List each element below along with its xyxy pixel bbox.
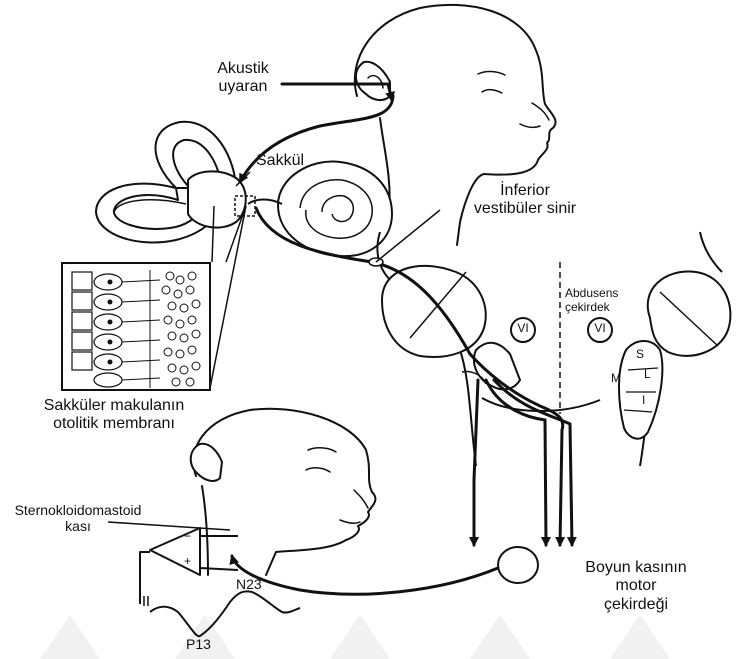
cranial-nerve-vi-left: VI [511,322,535,336]
vestibular-nucleus-inferior: I [642,394,645,408]
sternocleidomastoid-label: Sternokloidomastoid kası [8,502,148,534]
neck-motor-nucleus-line-1: Boyun kasının [566,559,706,577]
saccular-macula-inset [62,263,210,390]
waveform-n23-label: N23 [236,576,262,592]
abducens-nucleus-line-1: Abdusens [565,287,618,301]
amplifier-minus-sign: − [184,530,191,544]
inferior-vestibular-nerve-line-1: İnferior [430,182,620,200]
saccular-macula-label: Sakküler makulanın otolitik membranı [4,397,224,434]
sternocleidomastoid-line-1: Sternokloidomastoid [8,502,148,518]
neck-motor-nucleus-line-2: motor [566,577,706,595]
vestibular-nucleus-superior: S [636,348,644,362]
sternocleidomastoid-line-2: kası [8,518,148,534]
neck-motor-nucleus-label: Boyun kasının motor çekirdeği [566,559,706,614]
neck-motor-nucleus-line-3: çekirdeği [566,596,706,614]
acoustic-stimulus-label: Akustik uyaran [198,60,288,97]
background-watermark [40,615,670,659]
amplifier-plus-sign: + [184,555,191,569]
inferior-vestibular-nerve-line-2: vestibüler sinir [430,200,620,218]
cranial-nerve-vi-right: VI [588,322,612,336]
abducens-nucleus-label: Abdusens çekirdek [565,287,618,315]
brainstem-icon [377,232,730,466]
inferior-vestibular-nerve-label: İnferior vestibüler sinir [430,182,620,219]
inner-ear-icon [96,122,392,256]
vestibular-nucleus-lateral: L [644,368,651,382]
vestibular-nucleus-medial: M [611,372,621,386]
acoustic-stimulus-line-2: uyaran [198,78,288,96]
vemp-waveform [150,591,300,636]
saccular-macula-line-1: Sakküler makulanın [4,397,224,415]
waveform-p13-label: P13 [186,636,211,652]
saccular-macula-line-2: otolitik membranı [4,415,224,433]
acoustic-stimulus-line-1: Akustik [198,60,288,78]
abducens-nucleus-line-2: çekirdek [565,301,618,315]
saccule-label: Sakkül [256,152,304,170]
